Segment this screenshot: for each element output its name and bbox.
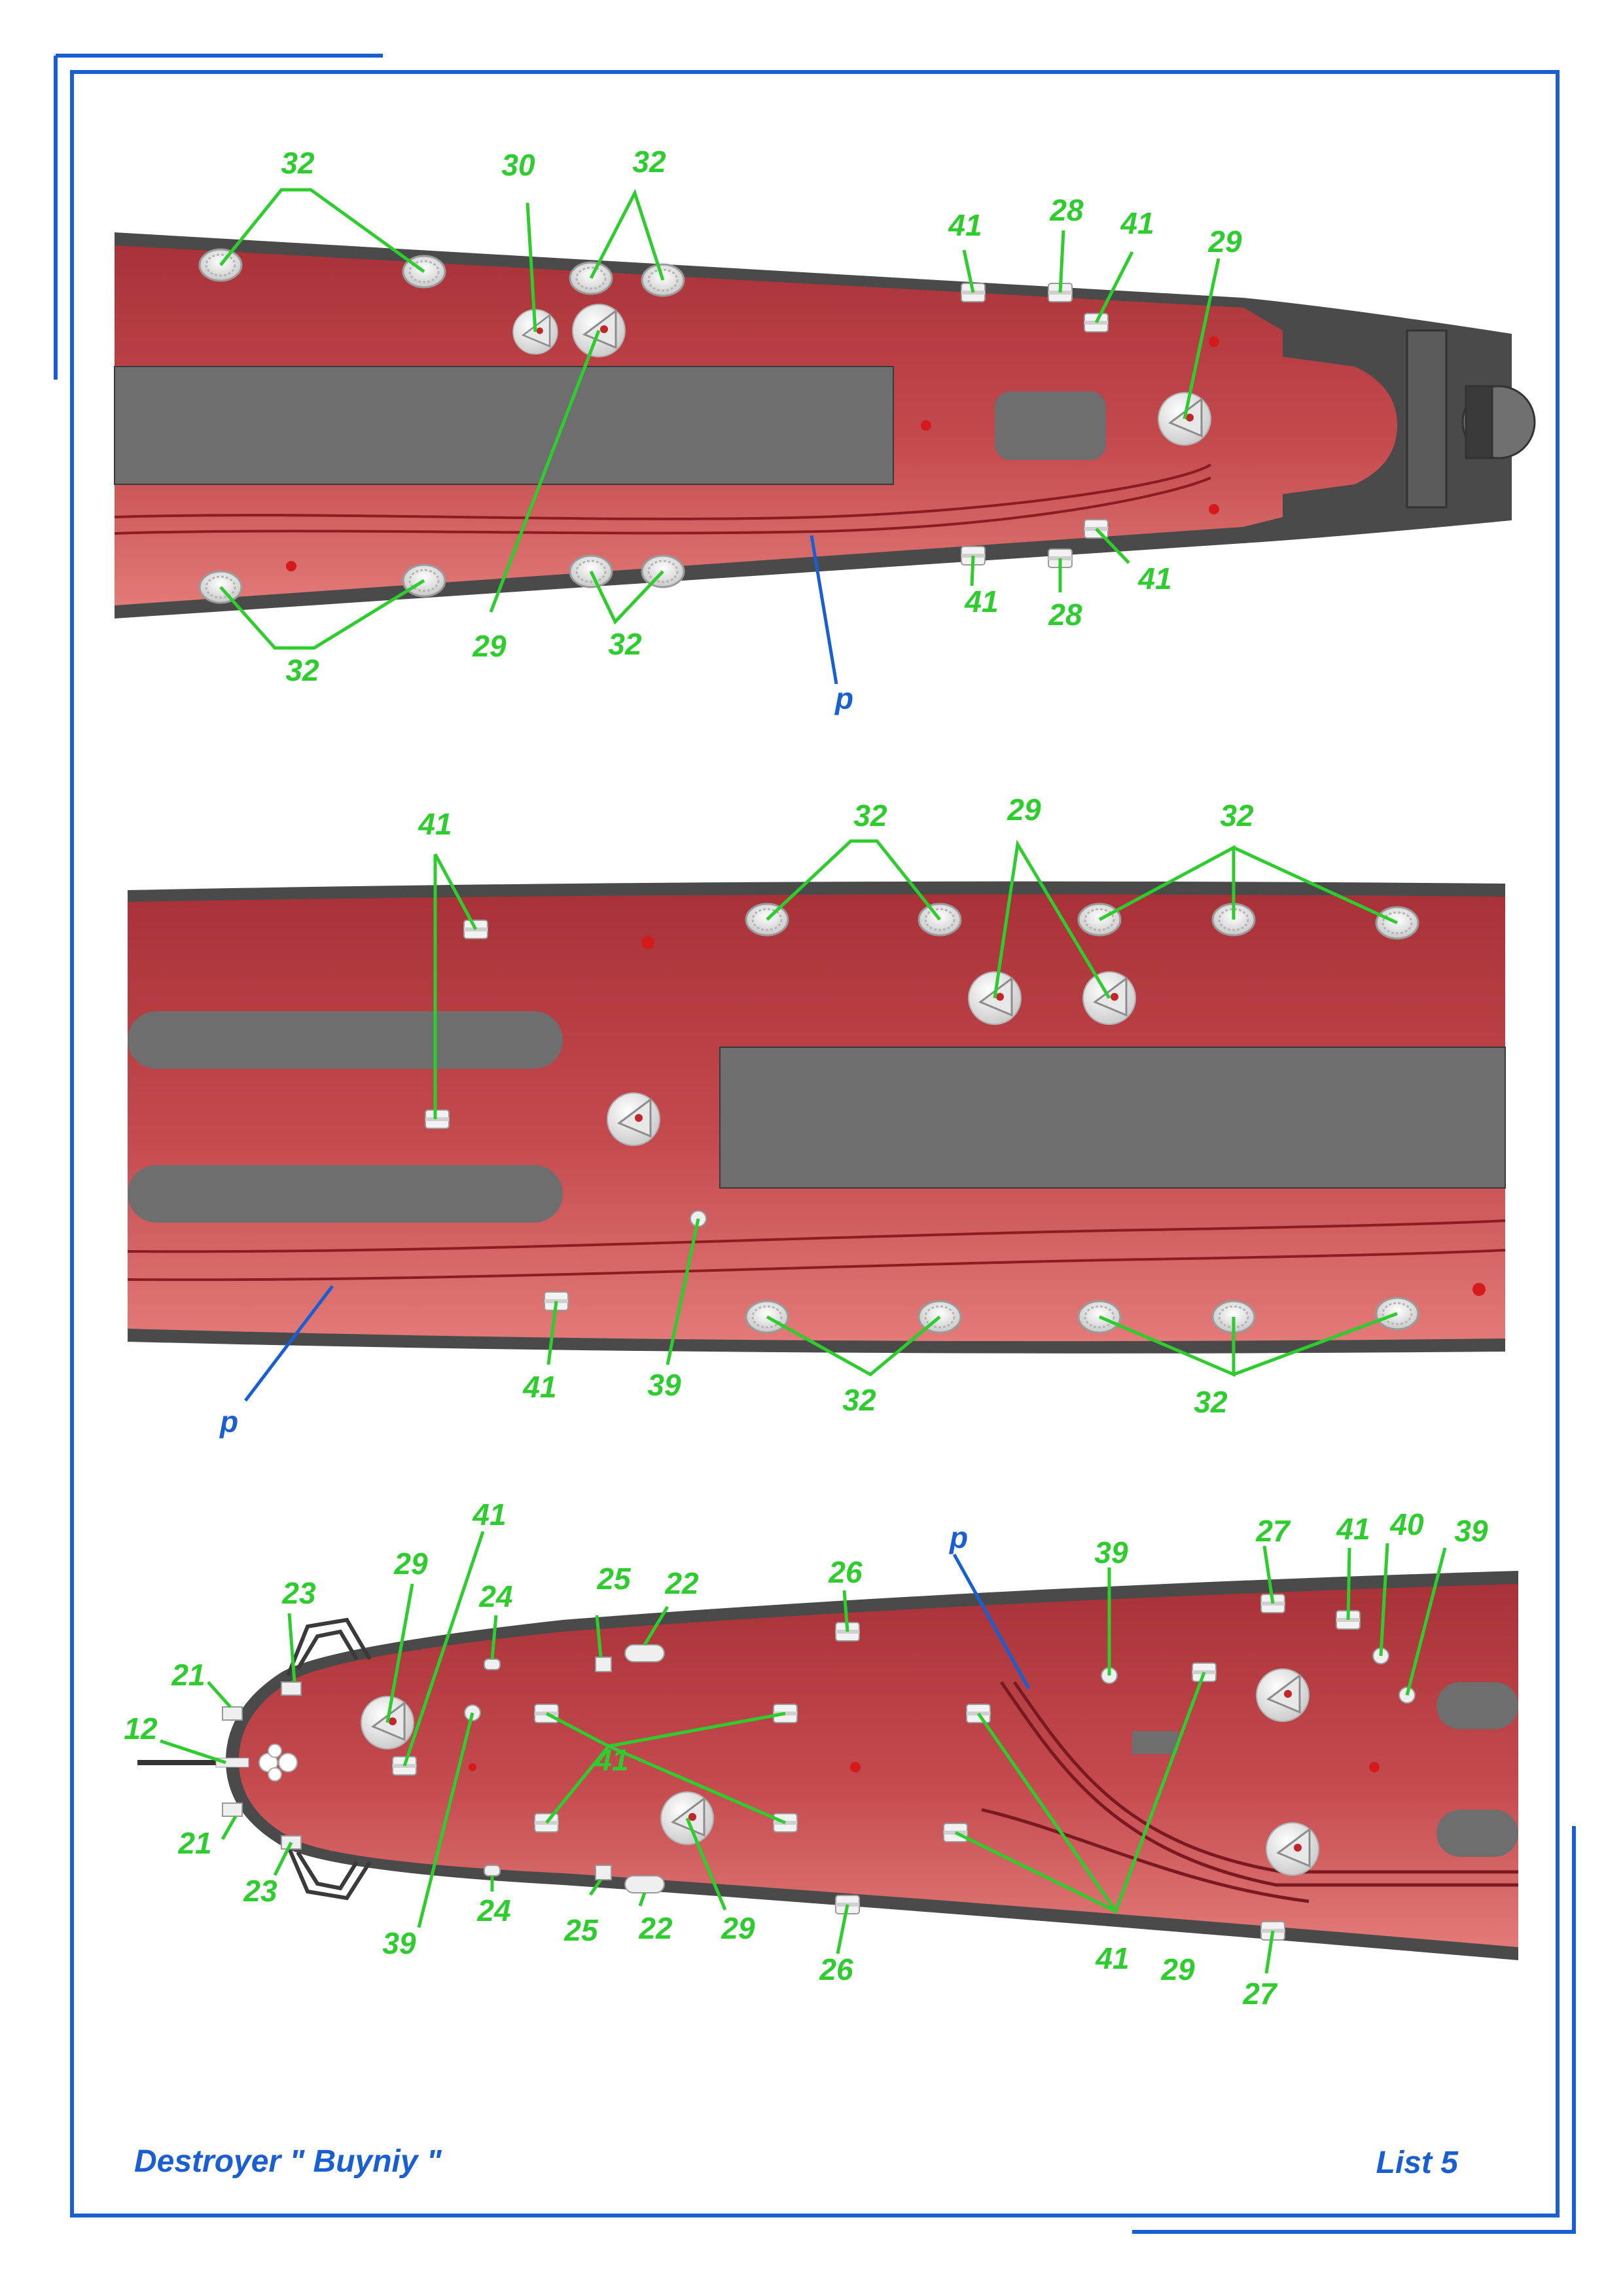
- callout-label-41a: 41: [948, 208, 982, 242]
- callout-label-39c: 39: [1454, 1514, 1488, 1548]
- callout-label-41b: 41: [594, 1743, 628, 1777]
- callout-label-30: 30: [501, 148, 535, 182]
- callout-label-28a: 28: [1049, 193, 1084, 227]
- deck-marks: [641, 936, 1486, 1296]
- callout-label-39: 39: [647, 1368, 681, 1402]
- aft-deck-section: 32 30 32 41 28 41 29 32 29 32 41 28 41 p: [114, 145, 1536, 715]
- callout-label-32c: 32: [285, 653, 319, 687]
- callout-label-p: p: [834, 681, 853, 715]
- deckhouse-block: [1436, 1810, 1518, 1857]
- deck-marks: [469, 1762, 1380, 1772]
- callout-label-40: 40: [1389, 1507, 1424, 1541]
- callout-label-29b: 29: [721, 1911, 755, 1945]
- callout-label-39a: 39: [382, 1926, 416, 1960]
- callout-label-32b: 32: [632, 145, 666, 179]
- callout-label-41a: 41: [418, 807, 452, 841]
- deckhouse-block: [114, 366, 894, 485]
- callout-label-29a: 29: [1207, 224, 1242, 259]
- callout-label-32d: 32: [608, 627, 642, 661]
- callout-label-29b: 29: [472, 629, 507, 663]
- callout-label-22b: 22: [638, 1911, 673, 1945]
- midship-deck-section: 41 32 29 32 41 39 32 32 p: [127, 793, 1506, 1439]
- callout-label-27b: 27: [1242, 1977, 1278, 2011]
- callout-label-32a: 32: [281, 146, 315, 180]
- page-frame: [54, 54, 1576, 2234]
- callout-label-41a: 41: [472, 1498, 506, 1532]
- callout-label-29a: 29: [393, 1547, 428, 1581]
- deckhouse-block: [128, 1165, 563, 1223]
- callout-label-12: 12: [124, 1712, 158, 1746]
- callout-label-32c: 32: [842, 1383, 876, 1417]
- callout-label-29: 29: [1007, 793, 1041, 827]
- callout-label-41c: 41: [964, 584, 998, 619]
- callout-label-32d: 32: [1194, 1385, 1228, 1419]
- bow-deck-section: 41 29 23 21 12 21 23 39 24 25 22 29 24 2…: [124, 1498, 1518, 2011]
- callout-leaders: [219, 188, 1221, 685]
- callout-label-23a: 23: [281, 1576, 316, 1610]
- callout-leaders: [160, 1531, 1447, 1974]
- callout-label-32b: 32: [1220, 798, 1254, 833]
- callout-label-24a: 24: [478, 1579, 512, 1613]
- callout-label-39b: 39: [1094, 1535, 1128, 1570]
- callout-label-p: p: [219, 1405, 238, 1439]
- stern-fittings: [1406, 329, 1536, 509]
- footer-sheet-number: List 5: [1376, 2145, 1459, 2180]
- deck-plate: [1132, 1731, 1178, 1754]
- deck-rails: [127, 1219, 1506, 1282]
- callout-label-41b: 41: [522, 1370, 556, 1404]
- callout-label-32a: 32: [853, 798, 887, 833]
- callout-leaders: [244, 839, 1399, 1402]
- callout-label-41d: 41: [1095, 1941, 1129, 1975]
- callout-label-21a: 21: [171, 1658, 205, 1692]
- callout-label-25b: 25: [563, 1913, 599, 1947]
- jackstaff: [137, 1744, 298, 1782]
- callout-label-22a: 22: [664, 1566, 699, 1600]
- callout-label-27a: 27: [1255, 1514, 1291, 1548]
- callout-label-23b: 23: [243, 1874, 277, 1908]
- deck-marks: [286, 336, 1219, 571]
- callout-label-41d: 41: [1137, 562, 1171, 596]
- callout-label-26a: 26: [828, 1555, 863, 1589]
- deckhouse-block: [1436, 1682, 1518, 1729]
- small-fittings: [222, 1644, 1416, 1893]
- deck-rails: [114, 463, 1212, 535]
- callout-label-29c: 29: [1160, 1952, 1195, 1986]
- footer-title: Destroyer " Buyniy ": [134, 2144, 442, 2179]
- callout-label-21b: 21: [177, 1826, 211, 1860]
- callout-label-p: p: [948, 1520, 968, 1554]
- bow-guard-rails: [286, 1617, 372, 1901]
- callout-label-26b: 26: [819, 1952, 853, 1986]
- anchor-chains: [981, 1681, 1518, 1903]
- deckhouse-block: [719, 1047, 1506, 1189]
- deck-hatch-cover: [995, 391, 1106, 460]
- callout-label-41c: 41: [1336, 1512, 1370, 1546]
- callout-label-25a: 25: [596, 1562, 632, 1596]
- callout-label-41b: 41: [1120, 206, 1154, 240]
- deckhouse-block: [128, 1011, 563, 1069]
- callout-label-24b: 24: [476, 1893, 510, 1928]
- callout-label-28b: 28: [1048, 598, 1082, 632]
